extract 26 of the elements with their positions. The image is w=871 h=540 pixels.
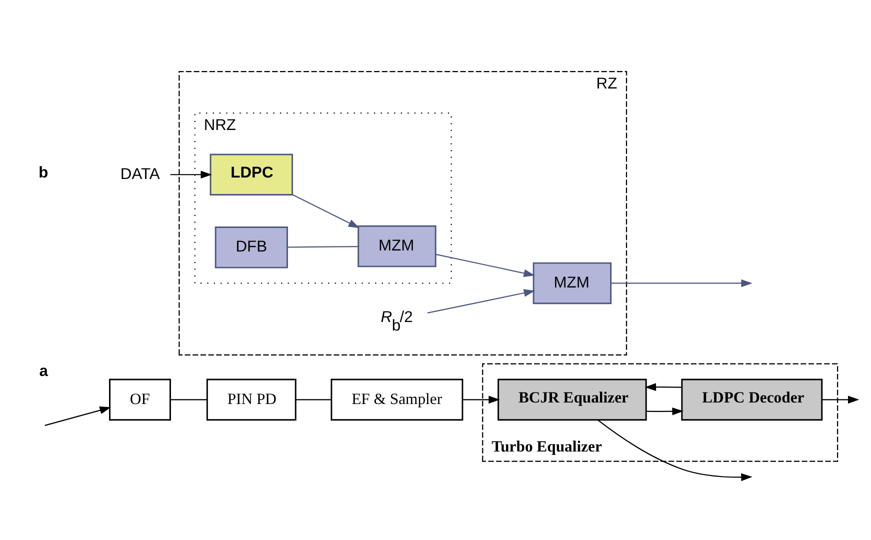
- node-box: PIN PD: [206, 378, 296, 421]
- label: a: [38, 362, 48, 380]
- arrow: [610, 279, 752, 288]
- label: b: [38, 164, 48, 182]
- node-box: EF & Sampler: [330, 378, 463, 421]
- arrow: [170, 170, 212, 179]
- node-box: LDPC Decoder: [680, 378, 822, 421]
- connector: [170, 399, 206, 400]
- node-box: OF: [108, 378, 170, 421]
- arrow: [644, 383, 682, 392]
- arrow: [646, 407, 683, 416]
- node-text: DATA: [120, 166, 160, 183]
- arrow: [435, 254, 534, 278]
- arrow: [462, 396, 500, 404]
- connector: [287, 246, 358, 248]
- arrow: [426, 289, 535, 314]
- node-box: BCJR Equalizer: [497, 378, 646, 421]
- arrow: [597, 420, 752, 482]
- arrow: [292, 194, 360, 228]
- arrow: [821, 396, 859, 404]
- node-box: LDPC: [209, 154, 292, 196]
- node-box: MZM: [357, 225, 436, 268]
- connector: [295, 399, 331, 400]
- node-box: DFB: [214, 226, 288, 268]
- arrow: [44, 406, 111, 426]
- node-box: MZM: [532, 262, 612, 304]
